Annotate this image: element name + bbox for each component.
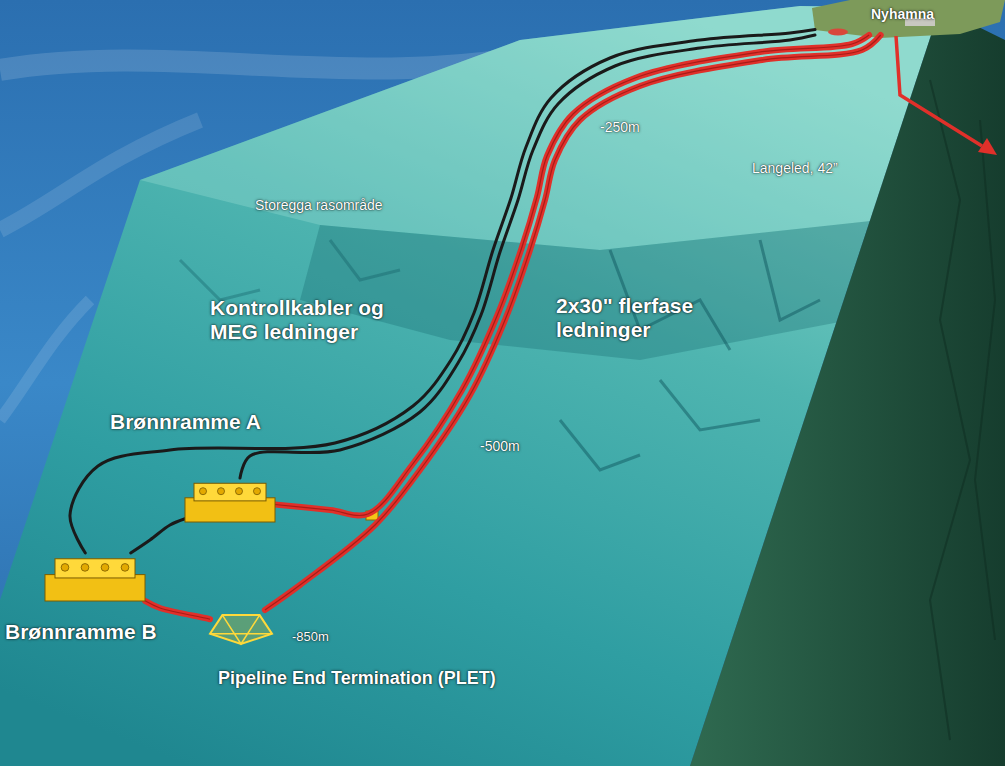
pipeline-end-termination: Pipeline End Termination (PLET) (210, 610, 272, 644)
template-deck (194, 483, 266, 501)
langeled-arrowhead (978, 138, 997, 155)
slide-scars (180, 240, 400, 300)
well-template: Brønnramme A (185, 478, 275, 522)
node-heading: Brønnramme B (5, 620, 105, 644)
node-heading: Pipeline End Termination (PLET) (218, 668, 280, 689)
node-heading: Brønnramme A (110, 410, 200, 434)
control-cable (70, 30, 815, 553)
plet-frame (210, 615, 272, 644)
pipe-seam (145, 601, 210, 619)
multiphase-pipeline (145, 601, 210, 619)
wellhead (253, 488, 260, 495)
slide-scars (560, 240, 820, 470)
pipe-seam (275, 35, 869, 516)
depth-label: -850m (292, 630, 329, 645)
wellhead (61, 564, 69, 572)
wellhead (235, 488, 242, 495)
tanker-ship (828, 29, 848, 36)
control-cable (131, 519, 185, 553)
slide-escarpment (300, 220, 880, 360)
rock-texture (930, 80, 995, 740)
node-label: Nyhamna (815, 0, 990, 22)
multiphase-pipeline (275, 35, 869, 516)
wellhead (199, 488, 206, 495)
wellhead (101, 564, 109, 572)
depth-label: -250m (600, 119, 640, 135)
plet-symbol (210, 610, 272, 644)
cable-label: Kontrollkabler og MEG ledninger (210, 296, 415, 344)
wellhead (81, 564, 89, 572)
template-base (185, 498, 275, 522)
area-label: Storegga rasområde (255, 197, 383, 213)
template-symbol (185, 478, 275, 522)
pipeline-label: Langeled, 42” (752, 160, 838, 176)
wellhead (217, 488, 224, 495)
template-symbol (45, 553, 145, 601)
pipeline-label: 2x30" flerfase ledninger (556, 294, 736, 342)
langeled-pipeline (896, 36, 982, 146)
terminal-land: Nyhamna (815, 0, 990, 35)
well-template: Brønnramme B (45, 553, 145, 601)
plet-frame (210, 615, 272, 644)
wellhead (121, 564, 129, 572)
depth-label: -500m (480, 438, 520, 454)
template-deck (55, 559, 135, 578)
template-base (45, 575, 145, 601)
land-nyhamna (812, 0, 1005, 38)
seabed-side-face (690, 8, 1005, 766)
